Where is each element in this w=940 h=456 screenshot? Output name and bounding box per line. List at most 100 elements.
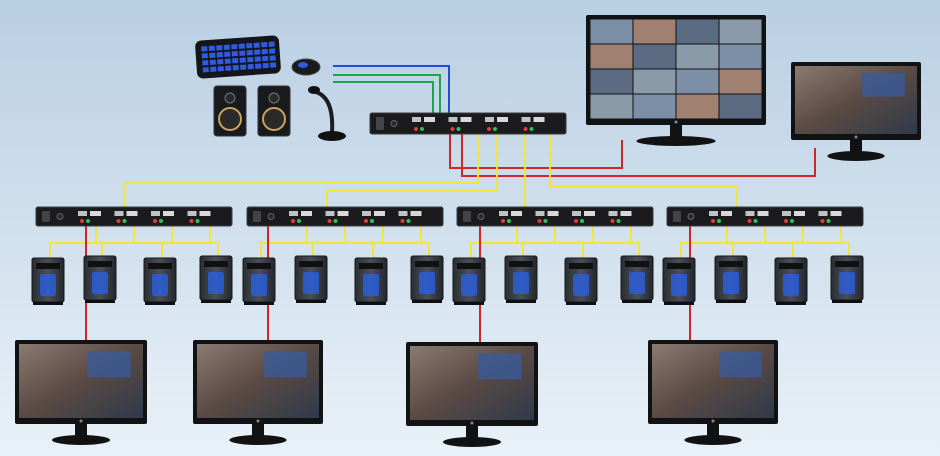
pc-tower-icon bbox=[620, 255, 654, 303]
monitor-neck bbox=[850, 140, 862, 154]
video-port-icon bbox=[497, 117, 508, 122]
pc-tower-icon bbox=[830, 255, 864, 303]
video-port-icon bbox=[721, 211, 732, 216]
drive-bay-icon bbox=[509, 261, 533, 267]
audio-port-icon bbox=[364, 219, 368, 223]
usb-port-icon bbox=[412, 117, 421, 122]
drive-bay-icon bbox=[835, 261, 859, 267]
usb-cable bbox=[333, 65, 450, 113]
pc-tower-icon bbox=[199, 255, 233, 303]
key-icon bbox=[231, 44, 238, 50]
key-icon bbox=[209, 59, 216, 65]
key-icon bbox=[240, 64, 247, 70]
audio-port-icon bbox=[297, 219, 301, 223]
key-icon bbox=[255, 63, 262, 69]
camera-tile bbox=[719, 44, 762, 69]
mic-base bbox=[318, 131, 346, 141]
key-icon bbox=[253, 42, 260, 48]
power-button-icon bbox=[267, 213, 275, 220]
video-port-icon bbox=[199, 211, 211, 216]
camera-tile bbox=[590, 19, 633, 44]
pc-base bbox=[33, 302, 63, 305]
camera-tile bbox=[676, 69, 719, 94]
hall-view-monitor bbox=[648, 340, 778, 445]
brand-mark-icon bbox=[674, 120, 678, 124]
audio-cable bbox=[333, 74, 441, 113]
drive-bay-icon bbox=[415, 261, 439, 267]
usb-port-icon bbox=[485, 117, 494, 122]
monitor-neck bbox=[466, 426, 478, 440]
audio-port-icon bbox=[122, 219, 127, 223]
pc-base bbox=[776, 302, 806, 305]
audio-port-icon bbox=[790, 219, 794, 223]
pc-base bbox=[296, 300, 326, 303]
key-icon bbox=[224, 58, 231, 64]
usb-port-icon bbox=[521, 117, 531, 122]
window-shape bbox=[264, 351, 307, 378]
video-port-icon bbox=[533, 117, 545, 122]
key-icon bbox=[210, 66, 217, 72]
video-port-icon bbox=[830, 211, 842, 216]
pc-base bbox=[412, 300, 442, 303]
video-port-icon bbox=[424, 117, 435, 122]
key-icon bbox=[232, 64, 239, 71]
tweeter-icon bbox=[224, 92, 236, 104]
pc-base bbox=[145, 302, 175, 305]
video-port-icon bbox=[757, 211, 769, 216]
key-icon bbox=[247, 56, 254, 63]
audio-cable bbox=[333, 81, 434, 113]
window-shape bbox=[87, 351, 131, 378]
audio-port-icon bbox=[753, 219, 758, 223]
video-port-icon bbox=[126, 211, 138, 216]
drive-bay-icon bbox=[299, 261, 323, 267]
switch-chassis bbox=[35, 206, 233, 227]
drive-bay-icon bbox=[247, 263, 271, 269]
audio-port-icon bbox=[493, 127, 497, 131]
power-socket-icon bbox=[253, 211, 261, 222]
power-button-icon bbox=[687, 213, 695, 220]
sub-kvm-switch bbox=[456, 206, 654, 227]
key-icon bbox=[209, 52, 216, 58]
audio-port-icon bbox=[400, 219, 405, 223]
video-port-icon bbox=[301, 211, 312, 216]
drive-bay-icon bbox=[625, 261, 649, 267]
pc-tower-icon bbox=[354, 257, 388, 305]
usb-port-icon bbox=[608, 211, 618, 216]
window-shape bbox=[478, 353, 522, 380]
pc-glow-icon bbox=[783, 274, 799, 296]
pc-glow-icon bbox=[40, 274, 56, 296]
video-port-icon bbox=[90, 211, 101, 216]
pc-tower-icon bbox=[774, 257, 808, 305]
brand-mark-icon bbox=[256, 419, 260, 423]
key-icon bbox=[232, 57, 239, 64]
audio-port-icon bbox=[580, 219, 584, 223]
key-icon bbox=[231, 51, 238, 57]
usb-port-icon bbox=[499, 211, 508, 216]
drive-bay-icon bbox=[667, 263, 691, 269]
video-port-icon bbox=[163, 211, 174, 216]
video-port-icon bbox=[547, 211, 559, 216]
usb-port-icon bbox=[535, 211, 545, 216]
key-icon bbox=[262, 55, 269, 62]
pc-base bbox=[622, 300, 652, 303]
wires-layer bbox=[49, 65, 850, 342]
pc-base bbox=[85, 300, 115, 303]
devices-layer bbox=[15, 15, 921, 447]
video-port-icon bbox=[337, 211, 349, 216]
pc-tower-icon bbox=[410, 255, 444, 303]
camera-tile bbox=[633, 69, 676, 94]
brand-mark-icon bbox=[854, 135, 858, 139]
pc-glow-icon bbox=[251, 274, 267, 296]
brand-mark-icon bbox=[470, 421, 474, 425]
pc-glow-icon bbox=[363, 274, 379, 296]
key-icon bbox=[261, 48, 268, 55]
monitor-stand bbox=[51, 435, 111, 445]
video-wall-monitor bbox=[586, 15, 766, 146]
pc-glow-icon bbox=[152, 274, 168, 296]
key-icon bbox=[262, 62, 269, 69]
link-cable bbox=[549, 134, 738, 207]
monitor-stand bbox=[229, 435, 287, 445]
audio-port-icon bbox=[333, 219, 338, 223]
monitor-stand bbox=[684, 435, 742, 445]
pc-glow-icon bbox=[461, 274, 477, 296]
